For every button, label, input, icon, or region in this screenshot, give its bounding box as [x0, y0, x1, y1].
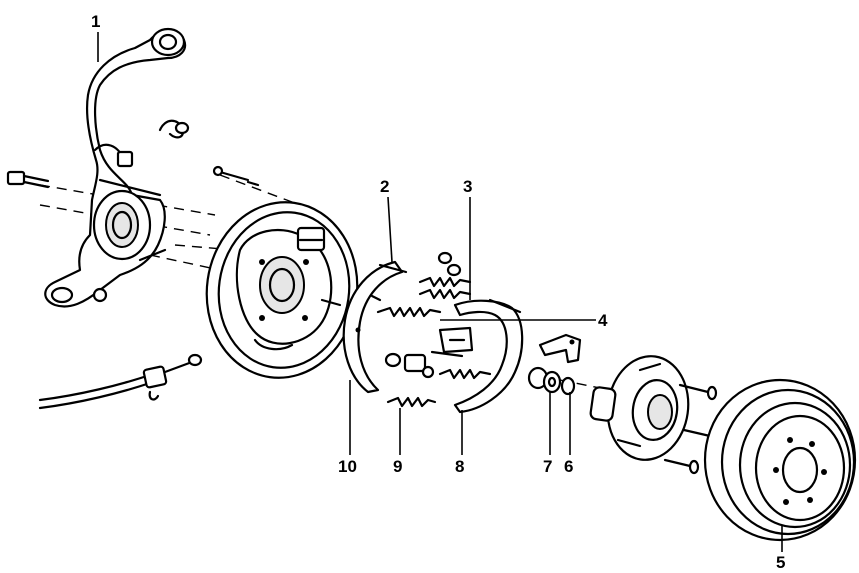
wheel-hub	[589, 355, 720, 475]
brake-shoe-leading	[342, 260, 408, 394]
knuckle-bolt	[6, 170, 50, 189]
retaining-clip	[158, 119, 190, 139]
callout-10: 10	[338, 457, 357, 476]
return-spring-middle	[418, 251, 472, 300]
callout-9: 9	[393, 457, 402, 476]
callout-leaders	[97, 32, 783, 552]
callout-8: 8	[455, 457, 464, 476]
callout-1: 1	[91, 12, 100, 31]
callout-7: 7	[543, 457, 552, 476]
callout-3: 3	[463, 177, 472, 196]
brake-shoe-trailing	[438, 298, 524, 414]
callout-6: 6	[564, 457, 573, 476]
callout-5: 5	[776, 553, 785, 572]
hold-down-spring	[386, 396, 437, 408]
parking-brake-lever	[538, 333, 582, 364]
callout-4: 4	[598, 311, 608, 330]
steering-knuckle	[44, 27, 187, 308]
brake-drum	[703, 378, 857, 542]
backing-plate-studs	[212, 165, 260, 187]
brake-hose	[38, 353, 203, 410]
callout-labels: 1 2 3 4 5 6 7 8 9 10	[91, 12, 785, 572]
hub-nut	[560, 376, 576, 396]
adjuster-assembly	[384, 350, 464, 379]
brake-backing-plate	[205, 201, 359, 379]
hub-washer	[527, 366, 562, 394]
callout-2: 2	[380, 177, 389, 196]
return-spring-lower	[438, 368, 492, 380]
return-spring-upper	[376, 306, 442, 318]
